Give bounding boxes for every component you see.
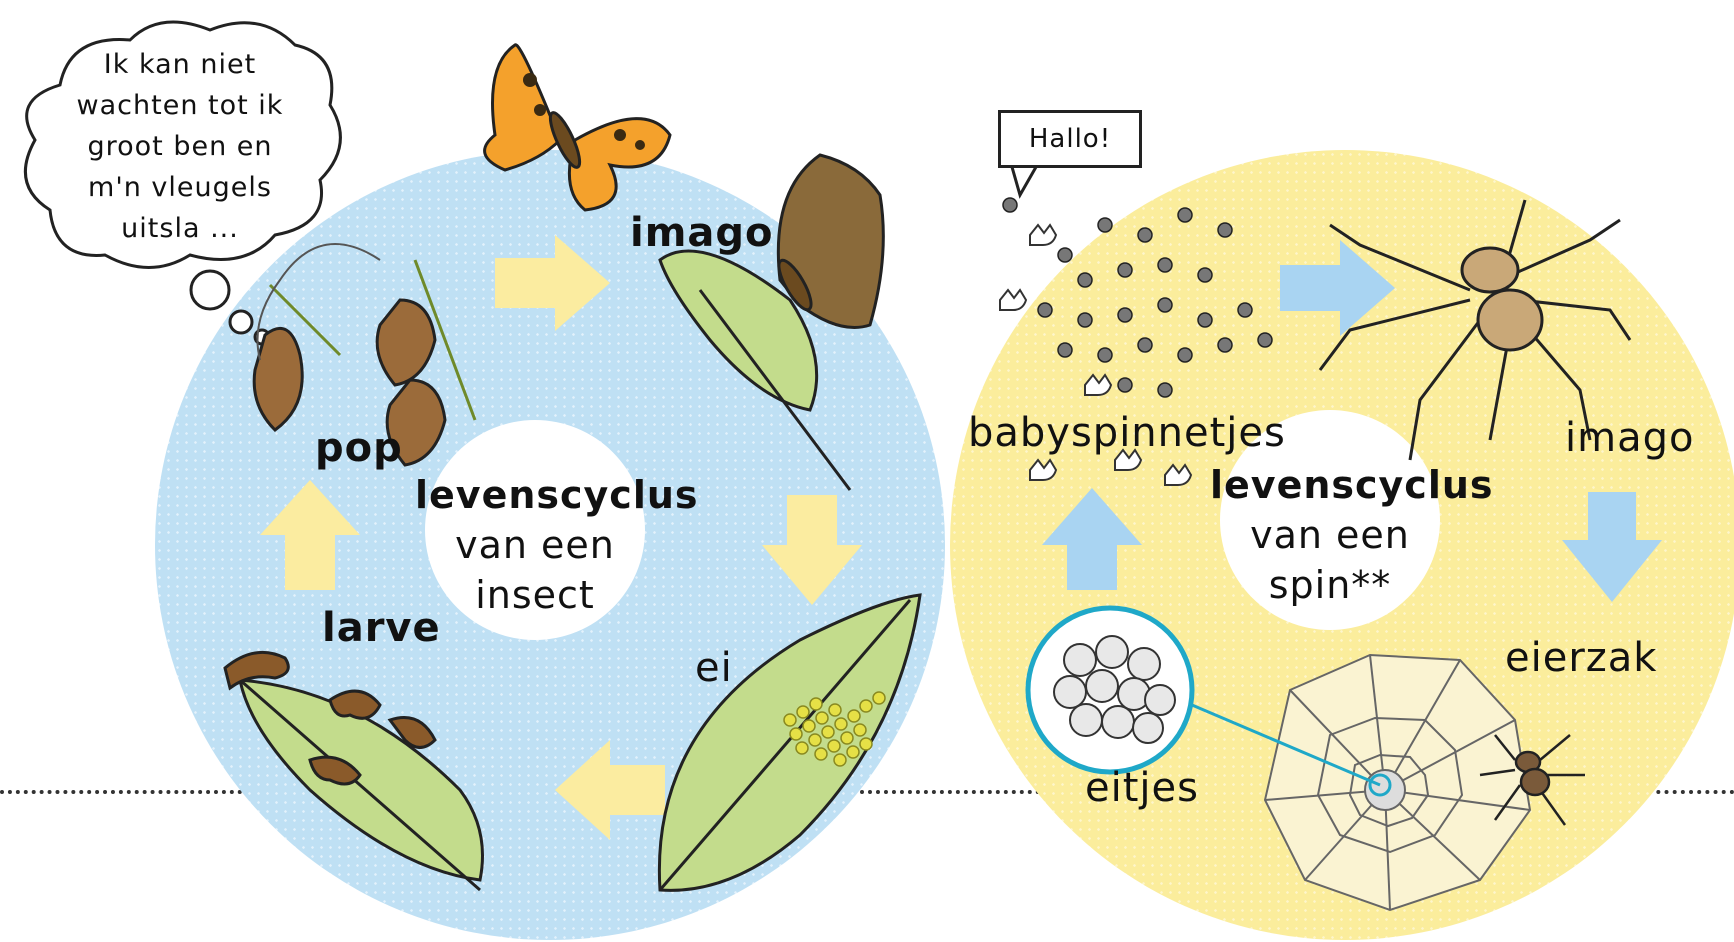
thought-bubble-text: Ik kan niet wachten tot ik groot ben en … bbox=[40, 44, 320, 249]
spider-hub-title: levenscyclus bbox=[1210, 460, 1450, 510]
label-spider-eierzak: eierzak bbox=[1505, 635, 1657, 681]
arrow-eitjes-to-baby bbox=[1042, 488, 1142, 590]
label-spider-eitjes: eitjes bbox=[1085, 765, 1199, 811]
spider-hub-line3: spin** bbox=[1210, 560, 1450, 610]
butterfly-on-leaf bbox=[660, 155, 883, 490]
leaf-with-caterpillars bbox=[225, 652, 483, 890]
baby-spiders bbox=[1003, 198, 1272, 397]
arrow-imago-to-ei bbox=[762, 495, 862, 605]
label-insect-larve: larve bbox=[322, 605, 441, 651]
label-spider-imago: imago bbox=[1565, 415, 1694, 461]
butterfly-flying bbox=[485, 45, 670, 210]
label-insect-imago: imago bbox=[630, 210, 774, 256]
insect-hub-line3: insect bbox=[415, 570, 655, 620]
insect-hub-line2: van een bbox=[415, 520, 655, 570]
spider-web bbox=[1265, 655, 1530, 910]
speech-bubble-hallo: Hallo! bbox=[998, 110, 1142, 168]
label-spider-babyspinnetjes: babyspinnetjes bbox=[968, 410, 1286, 456]
label-insect-pop: pop bbox=[315, 425, 403, 471]
leaf-with-eggs bbox=[659, 595, 920, 890]
arrow-pop-to-imago bbox=[495, 235, 610, 331]
arrow-larve-to-pop bbox=[260, 480, 360, 590]
arrow-ei-to-larve bbox=[555, 740, 665, 840]
arrow-imago-to-eierzak bbox=[1562, 492, 1662, 602]
insect-hub-text: levenscyclus van een insect bbox=[415, 470, 655, 620]
label-insect-ei: ei bbox=[695, 645, 733, 691]
spider-hub-line2: van een bbox=[1210, 510, 1450, 560]
insect-hub-title: levenscyclus bbox=[415, 470, 655, 520]
spider-hub-text: levenscyclus van een spin** bbox=[1210, 460, 1450, 610]
